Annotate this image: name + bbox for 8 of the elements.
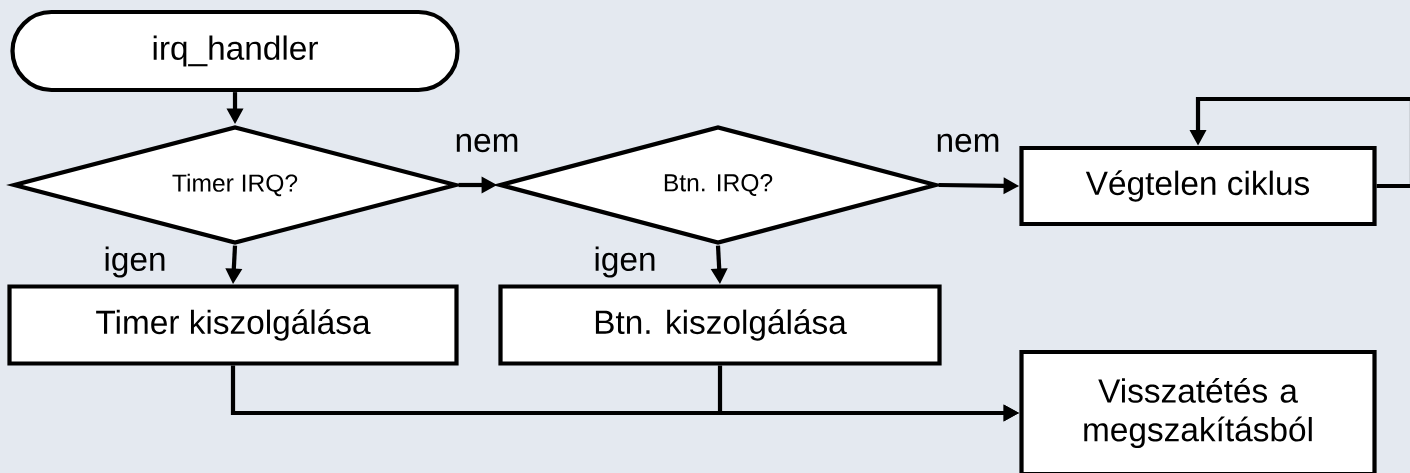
edge-label: igen — [101, 244, 169, 280]
edge-label: nem — [933, 132, 1003, 154]
edge-label: igen — [591, 244, 659, 280]
process-box: Timer kiszolgálása — [7, 284, 459, 366]
edge-label: nem — [452, 132, 522, 154]
process-box: Visszatétés a megszakításból — [1019, 349, 1377, 473]
process-box: Végtelen ciklus — [1019, 145, 1377, 227]
process-box: Btn. kiszolgálása — [498, 284, 942, 366]
